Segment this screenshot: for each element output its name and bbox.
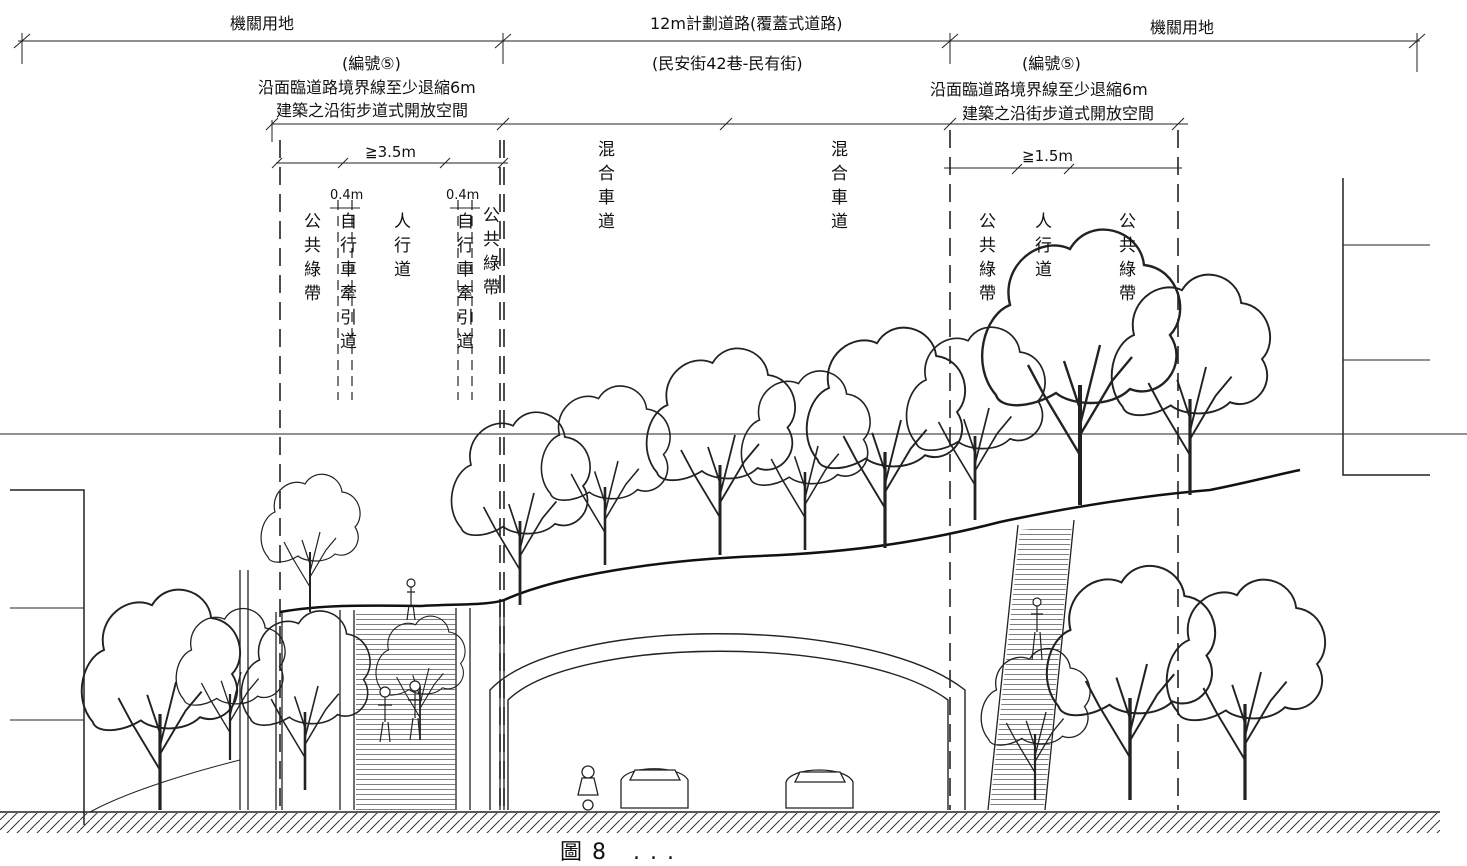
left-block-number: (編號⑤)	[342, 54, 401, 73]
center-lane-1: 混合車道	[594, 140, 614, 236]
right-block-line1: 沿面臨道路境界線至少退縮6m	[930, 80, 1148, 99]
center-lane-2: 混合車道	[827, 140, 847, 236]
left-zone-label: 機關用地	[230, 14, 295, 33]
right-col-green-1: 公共綠帶	[975, 212, 995, 308]
right-col-walkway: 人行道	[1031, 212, 1051, 284]
left-block-line2: 建築之沿街步道式開放空間	[276, 101, 469, 120]
left-col-green-2: 公共綠帶	[479, 206, 499, 302]
left-col-bike-1: 自行車牽引道	[336, 212, 356, 356]
figure-caption: 圖8 ...	[560, 840, 684, 865]
center-zone-label: 12m計劃道路(覆蓋式道路)	[650, 14, 843, 33]
left-block-line1: 沿面臨道路境界線至少退縮6m	[258, 78, 476, 97]
right-zone-label: 機關用地	[1150, 18, 1215, 37]
right-width-label: ≧1.5m	[1022, 147, 1074, 165]
left-col-bike-2: 自行車牽引道	[453, 212, 473, 356]
left-col-walkway: 人行道	[390, 212, 410, 284]
left-dim-b: 0.4m	[446, 188, 480, 203]
right-block-number: (編號⑤)	[1022, 54, 1081, 73]
left-dim-a: 0.4m	[330, 188, 364, 203]
right-block-line2: 建築之沿街步道式開放空間	[962, 104, 1155, 123]
left-col-green-1: 公共綠帶	[300, 212, 320, 308]
center-street: (民安街42巷-民有街)	[652, 54, 803, 73]
left-width-label: ≧3.5m	[365, 143, 417, 161]
right-col-green-2: 公共綠帶	[1115, 212, 1135, 308]
